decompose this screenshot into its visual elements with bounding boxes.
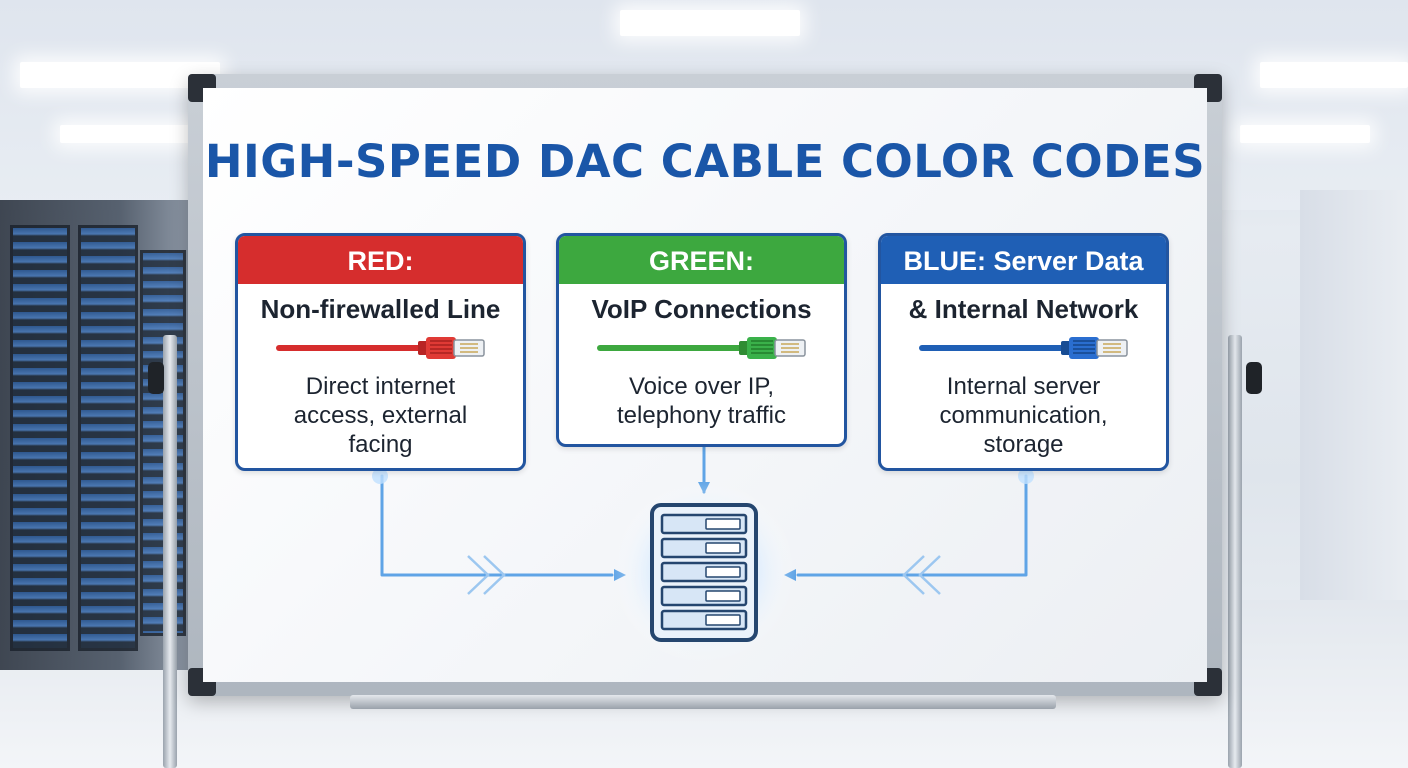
card-subtitle: & Internal Network <box>908 294 1139 324</box>
desc-line: access, external <box>293 402 468 429</box>
card-subtitle: Non-firewalled Line <box>260 294 501 324</box>
ceiling-light <box>20 62 220 88</box>
card-blue: BLUE: Server Data & Internal Network Int… <box>878 233 1169 471</box>
marker-tray <box>350 695 1056 709</box>
glow-dot <box>1018 468 1034 484</box>
card-subtitle: VoIP Connections <box>591 294 812 324</box>
ethernet-cable-icon <box>918 337 1128 359</box>
server-rack <box>10 225 70 651</box>
card-description: Internal server communication, storage <box>881 372 1166 459</box>
stand-pole-right <box>1228 335 1242 768</box>
card-description: Voice over IP, telephony traffic <box>559 372 844 430</box>
ceiling-light <box>60 125 210 143</box>
server-rack-icon <box>650 503 758 642</box>
double-chevron-left-icon <box>902 555 941 595</box>
desc-line: Voice over IP, <box>629 373 774 400</box>
back-wall <box>1300 190 1408 620</box>
desc-line: Internal server <box>946 373 1101 400</box>
stand-pole-left <box>163 335 177 768</box>
desc-line: facing <box>348 431 413 458</box>
desc-line: storage <box>983 431 1064 458</box>
desc-line: communication, <box>939 402 1108 429</box>
stand-knob-right <box>1246 362 1262 394</box>
ethernet-cable-icon <box>275 337 485 359</box>
ethernet-cable-icon <box>596 337 806 359</box>
ceiling-light <box>620 10 800 36</box>
card-red: RED: Non-firewalled Line Direct internet… <box>235 233 526 471</box>
desc-line: telephony traffic <box>617 402 786 429</box>
flow-line-blue <box>796 474 1028 577</box>
ceiling-light <box>1240 125 1370 143</box>
card-header: GREEN: <box>559 236 844 284</box>
ceiling-light <box>1260 62 1408 88</box>
glow-dot <box>372 468 388 484</box>
server-rack <box>78 225 138 651</box>
flow-line-red <box>380 474 614 577</box>
card-green: GREEN: VoIP Connections Voice over IP, t… <box>556 233 847 447</box>
double-chevron-right-icon <box>467 555 506 595</box>
card-header: RED: <box>238 236 523 284</box>
desc-line: Direct internet <box>305 373 456 400</box>
card-description: Direct internet access, external facing <box>238 372 523 459</box>
stand-knob-left <box>148 362 164 394</box>
board-title: HIGH-SPEED DAC CABLE COLOR CODES <box>204 135 1206 188</box>
card-header: BLUE: Server Data <box>881 236 1166 284</box>
